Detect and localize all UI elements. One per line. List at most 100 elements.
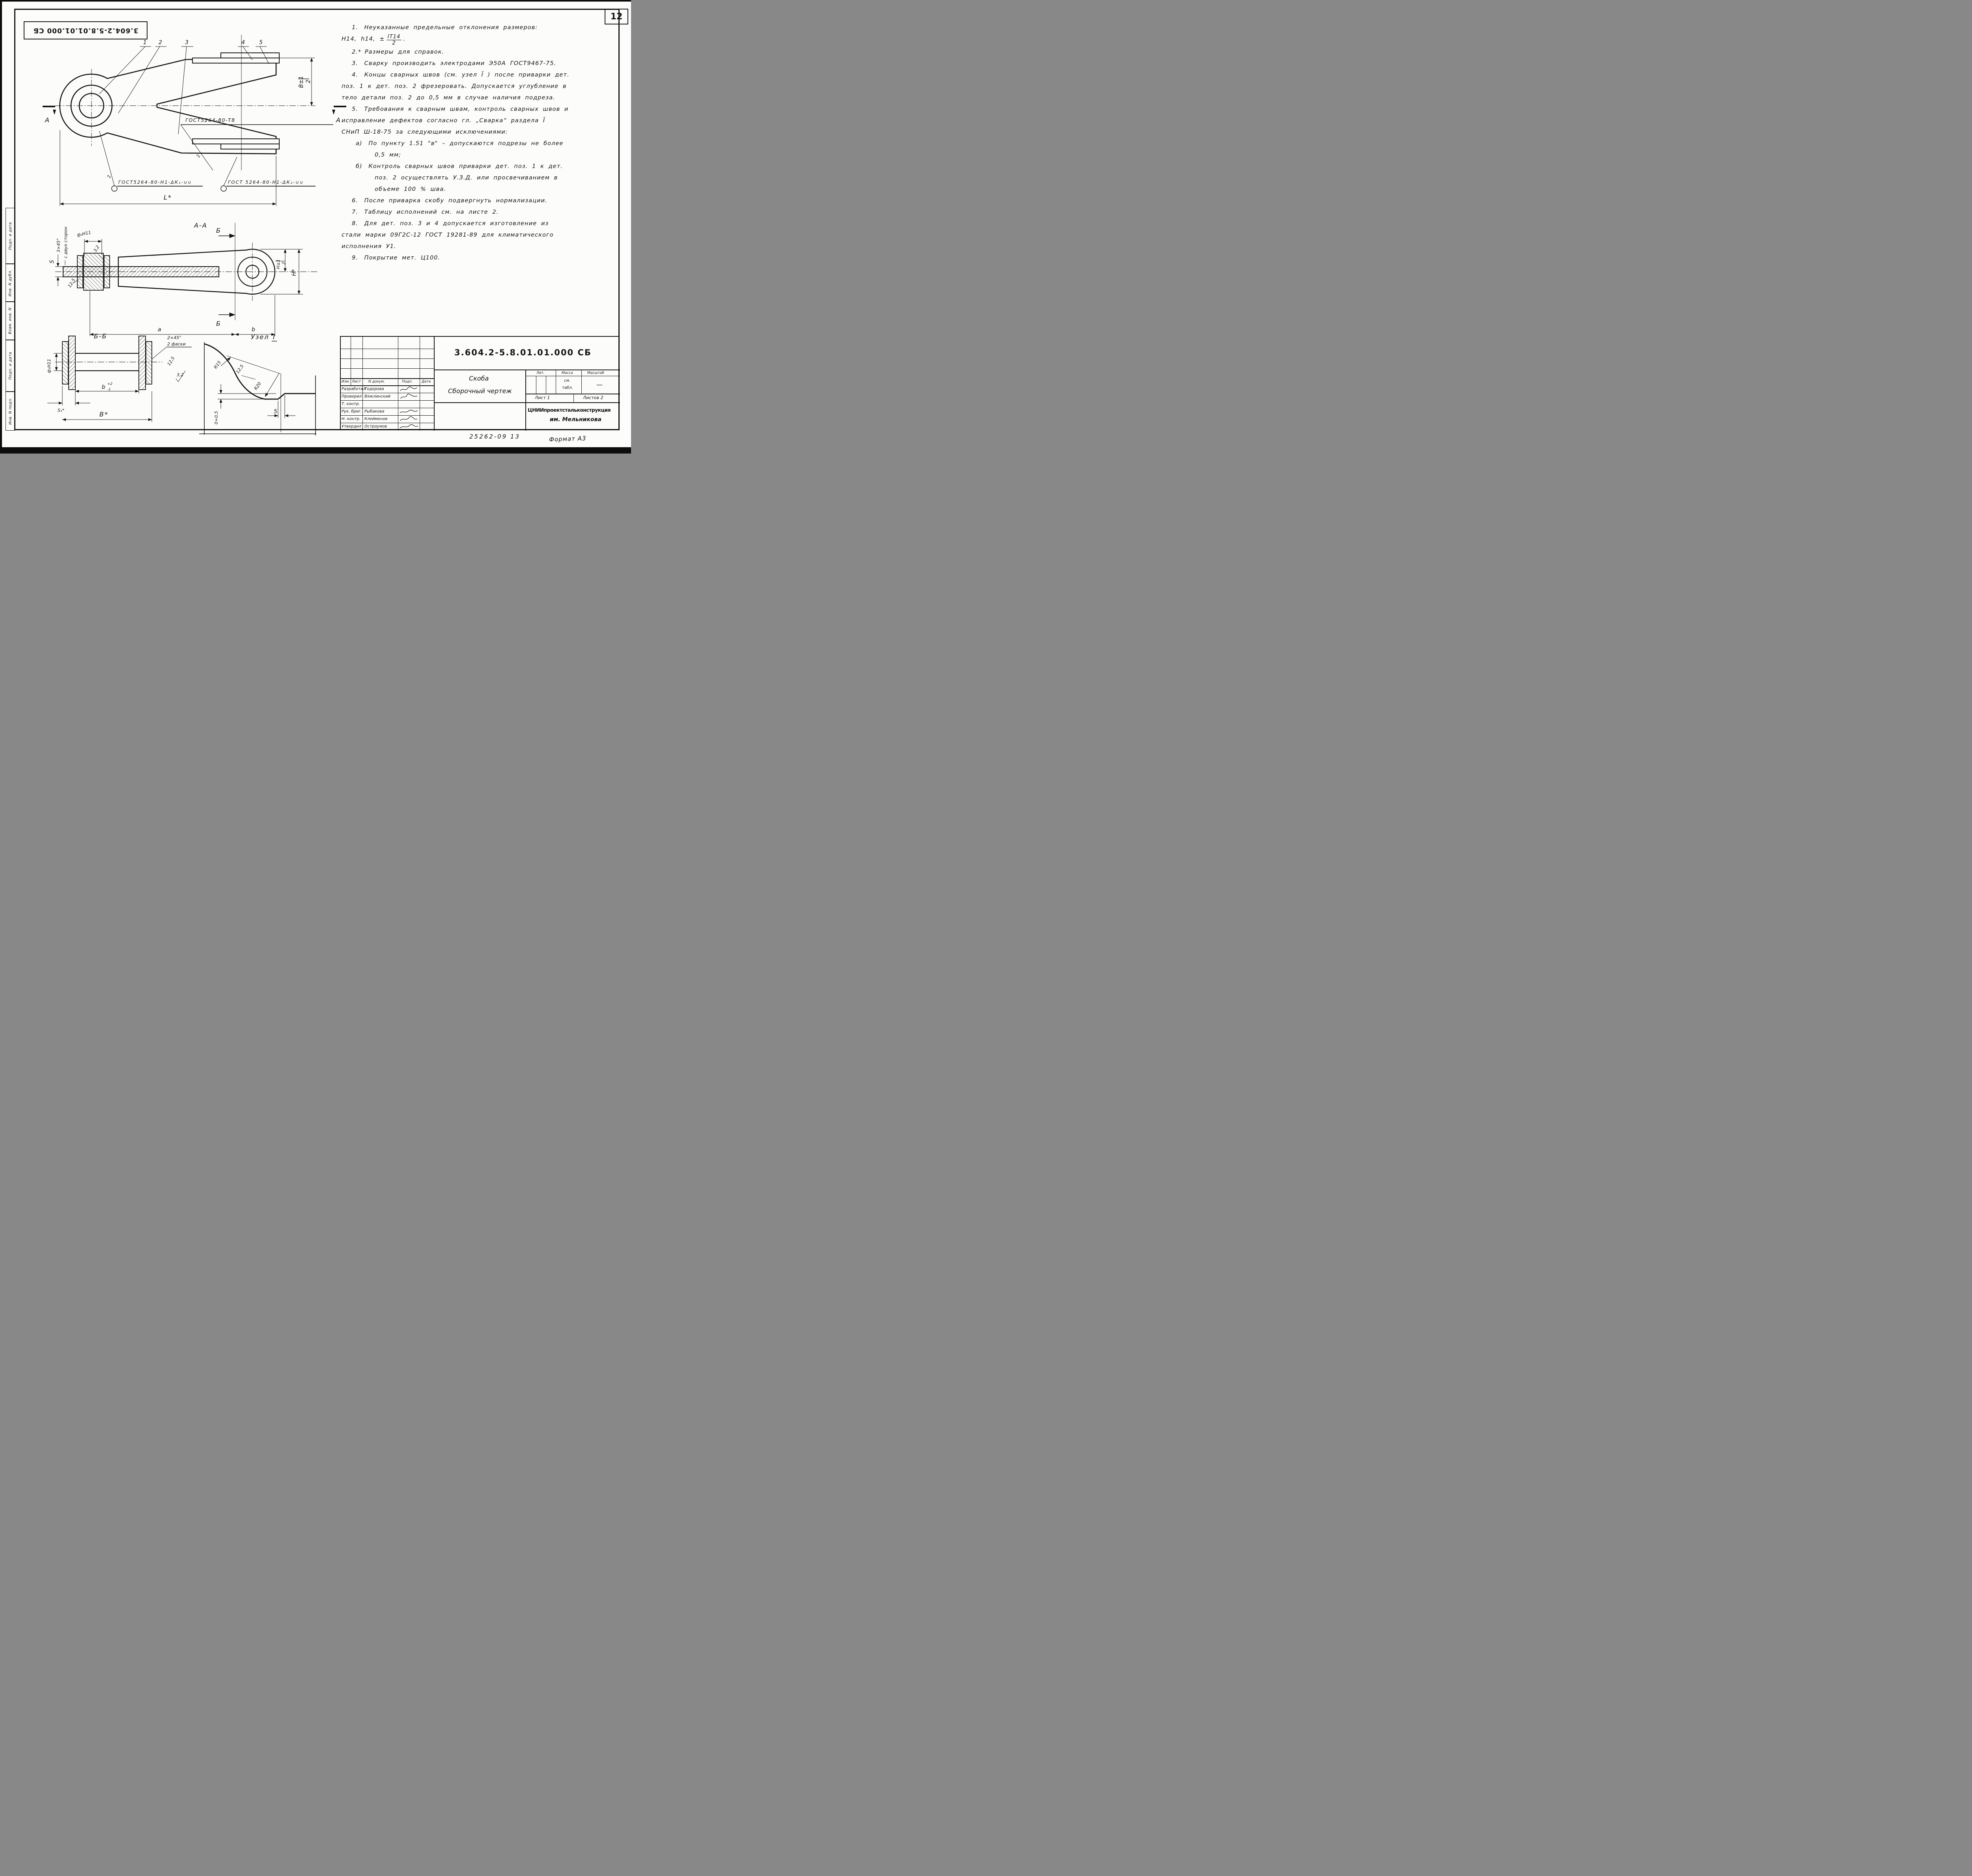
note-line: а) По пункту 1.51 "в" – допускаются подр… <box>356 140 564 147</box>
note-line: объеме 100 % шва. <box>375 186 446 192</box>
section-aa-view: А-А 3×45° с двух сторон ф₂Н11 <box>49 222 317 336</box>
aa-h-num: Н±1 <box>276 259 281 269</box>
weld-gost-t8-label: ГОСТ5264-80-Т8 <box>185 117 235 123</box>
section-a-label-right: А <box>336 116 341 124</box>
note-frac-prefix: Н14, h14, ± <box>342 36 385 42</box>
note-line: 1. Неуказанные предельные отклонения раз… <box>352 24 538 31</box>
plate-bottom-outer <box>220 144 280 149</box>
aa-h-den: 2 <box>281 262 286 265</box>
weld-callout-left: ГОСТ5264-80-Н1-ΔК₁-∪∪ 2 <box>99 131 203 192</box>
tb-name-3: Рыбакова <box>364 409 385 414</box>
frame-right <box>618 9 620 430</box>
bb-v-label: В* <box>99 411 108 418</box>
detail-depth-label: 0+0,5 <box>214 411 219 424</box>
tb-doc-number: 3.604.2-5.8.01.01.000 СБ <box>454 348 592 357</box>
pos-label-2: 2 <box>159 39 162 46</box>
tb-role-3: Рук. бриг. <box>342 409 362 414</box>
plate-top-outer <box>220 52 280 58</box>
tb-col-ndoc: N докум. <box>368 380 385 384</box>
plate-top-inner <box>192 58 280 63</box>
detail-r20-arrow <box>265 373 280 397</box>
note-line: 7. Таблицу исполнений см. на листе 2. <box>352 209 499 215</box>
bb-flange-right-inner <box>138 336 146 390</box>
weld-left-size: 2 <box>106 175 112 179</box>
bb-bore-label: ф₁Н11 <box>47 359 52 373</box>
detail-r15: R15 <box>213 360 222 370</box>
aa-rough125-leader <box>73 279 79 284</box>
note-line: 6. После приварка скобу подвергнуть норм… <box>352 198 547 204</box>
weld-right-label: ГОСТ 5264-80-Н1-ΔК₂-∪∪ <box>228 179 304 185</box>
detail-title-num: I <box>273 333 276 341</box>
note-frac-suffix: . <box>403 36 406 42</box>
aa-dim-a: а <box>158 327 161 333</box>
aa-s-label: S <box>49 260 55 263</box>
tb-mass-header: Масса <box>562 371 573 375</box>
main-view-shackle: 1 2 3 4 5 А А ГОСТ5264-80-Т8 2 <box>43 35 346 206</box>
bb-b-sup: +2 <box>107 382 113 386</box>
scan-edge-left <box>0 0 2 454</box>
aa-bore-dim <box>84 239 102 256</box>
tb-org-line1: ЦНИИпроектстальконструкция <box>528 407 611 413</box>
note-line: тело детали поз. 2 до 0,5 мм в случае на… <box>342 95 555 101</box>
note-line: СНиП Ш-18-75 за следующими исключениями: <box>342 129 508 135</box>
tb-name-5: Остроумов <box>364 424 387 429</box>
bb-chamfer-leader <box>152 347 167 359</box>
aa-roughness-125: 12,5 <box>67 278 77 289</box>
tb-role-1: Проверил <box>342 394 362 399</box>
note-line: 3. Сварку производить электродами Э50А Г… <box>352 60 556 67</box>
signature <box>400 394 418 399</box>
bb-s1-dim: S₁* <box>47 386 90 413</box>
bb-flange-right-outer <box>146 341 152 385</box>
dim-b-half: В±1 2 <box>279 58 315 106</box>
scan-edge-bottom <box>0 447 631 454</box>
tb-col-izm: Изм. <box>342 380 350 384</box>
margin-cell: Взам. инв. N <box>6 301 15 340</box>
note-line: исправление дефектов согласно гл. „Сварк… <box>342 118 545 124</box>
tb-mass-value-2: табл. <box>562 386 573 390</box>
section-bb-title: Б-Б <box>94 332 107 340</box>
section-bb-view: Б-Б ф₁Н11 b +2 -1 <box>47 332 192 422</box>
section-a-label-left: А <box>45 116 50 124</box>
weld-left-label: ГОСТ5264-80-Н1-ΔК₁-∪∪ <box>118 179 192 185</box>
bb-roughness-flag <box>176 370 186 382</box>
signature <box>400 386 417 391</box>
tb-org-line2: им. Мельникова <box>550 416 601 423</box>
weld-callout-right: ГОСТ 5264-80-Н1-ΔК₂-∪∪ <box>220 157 316 192</box>
aa-chamfer-note: с двух сторон <box>63 227 68 258</box>
format-note: Формат А3 <box>549 435 586 443</box>
weld-t8-size: 2 <box>196 154 202 158</box>
note-line: 4. Концы сварных швов (см. узел Ī ) посл… <box>352 72 570 78</box>
note-line: 5. Требования к сварным швам, контроль с… <box>352 106 569 112</box>
margin-cell: Подп. и дата <box>6 208 15 264</box>
detail-r20: R20 <box>253 381 262 391</box>
aa-h-star: Н* <box>291 269 297 276</box>
note-line: б) Контроль сварных швов приварки дет. п… <box>356 163 563 170</box>
page-number: 12 <box>610 11 623 22</box>
bb-chamfer-note: 2 фаски <box>167 342 185 347</box>
tb-lit-header: Лит. <box>536 371 545 375</box>
aa-b-trace-bottom: Б <box>216 320 221 327</box>
tb-mass-value-1: см. <box>564 379 571 383</box>
note-line: исполнения У1. <box>342 243 396 250</box>
note-line: 9. Покрытие мет. Ц100. <box>352 255 441 261</box>
bb-b-label: b <box>102 384 105 390</box>
frame-bottom <box>14 429 619 430</box>
aa-dim-b: b <box>252 327 255 333</box>
aa-chamfer-label: 3×45° <box>56 238 61 252</box>
bb-flange-left-inner <box>68 336 76 390</box>
detail-weld-profile <box>204 343 316 400</box>
weld-t8-leader <box>180 124 213 171</box>
title-block: Изм. Лист N докум. Подп. Дата Разработал… <box>340 336 620 431</box>
dim-l-label: L* <box>164 194 172 201</box>
note-line: поз. 2 осуществлять У.З.Д. или просвечив… <box>375 175 558 181</box>
aa-b-trace-top: Б <box>216 227 221 234</box>
tb-scale-header: Масштаб <box>587 371 604 375</box>
bb-s1-label: S₁* <box>58 408 64 413</box>
aa-roughness-32: 3,2 <box>93 245 101 253</box>
margin-cell: Подп. и дата <box>6 340 15 392</box>
detail-title-word: Узел <box>251 333 269 341</box>
footer-order-code: 25262-09 13 <box>469 433 521 440</box>
frame-top <box>14 9 619 10</box>
